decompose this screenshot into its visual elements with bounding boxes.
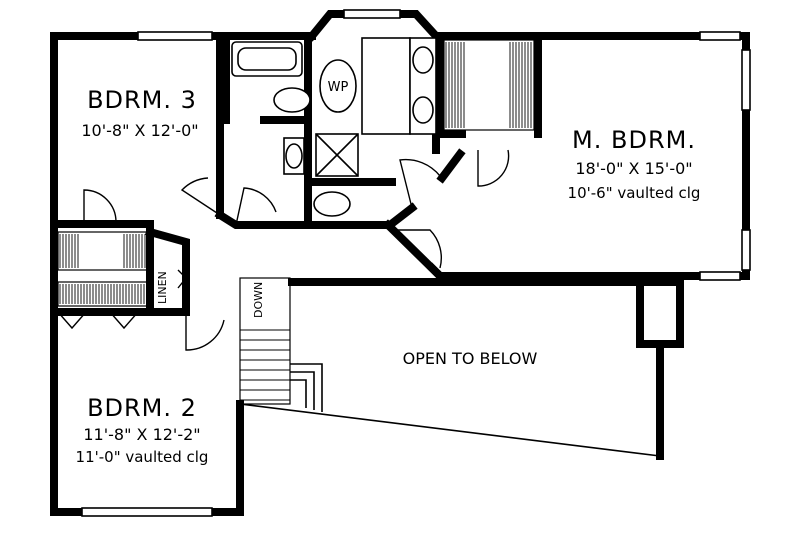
linen-label: LINEN: [156, 271, 169, 304]
bath-fixtures: [231, 37, 437, 217]
bedroom2-size: 11'-8" X 12'-2": [83, 425, 200, 444]
bedroom3-size: 10'-8" X 12'-0": [81, 121, 198, 140]
stairs: [239, 277, 323, 412]
master-size: 18'-0" X 15'-0": [575, 159, 692, 178]
windows: [81, 9, 751, 517]
doors: [57, 149, 510, 351]
whirlpool-tub: [319, 59, 357, 113]
master-name: M. BDRM.: [572, 126, 696, 154]
vanity-sink-1: [412, 46, 434, 74]
vanity-sink-2: [412, 96, 434, 124]
master-ceiling: 10'-6" vaulted clg: [568, 184, 701, 202]
bedroom3-name: BDRM. 3: [87, 86, 197, 114]
stair-direction-label: DOWN: [252, 282, 265, 318]
master-toilet: [313, 191, 351, 217]
closets: [57, 39, 535, 307]
open-to-below-label: OPEN TO BELOW: [403, 349, 538, 368]
bedroom2-name: BDRM. 2: [87, 394, 197, 422]
toilet: [273, 87, 311, 113]
bedroom2-ceiling: 11'-0" vaulted clg: [76, 448, 209, 466]
sink: [285, 143, 303, 169]
whirlpool-label: WP: [328, 80, 349, 95]
